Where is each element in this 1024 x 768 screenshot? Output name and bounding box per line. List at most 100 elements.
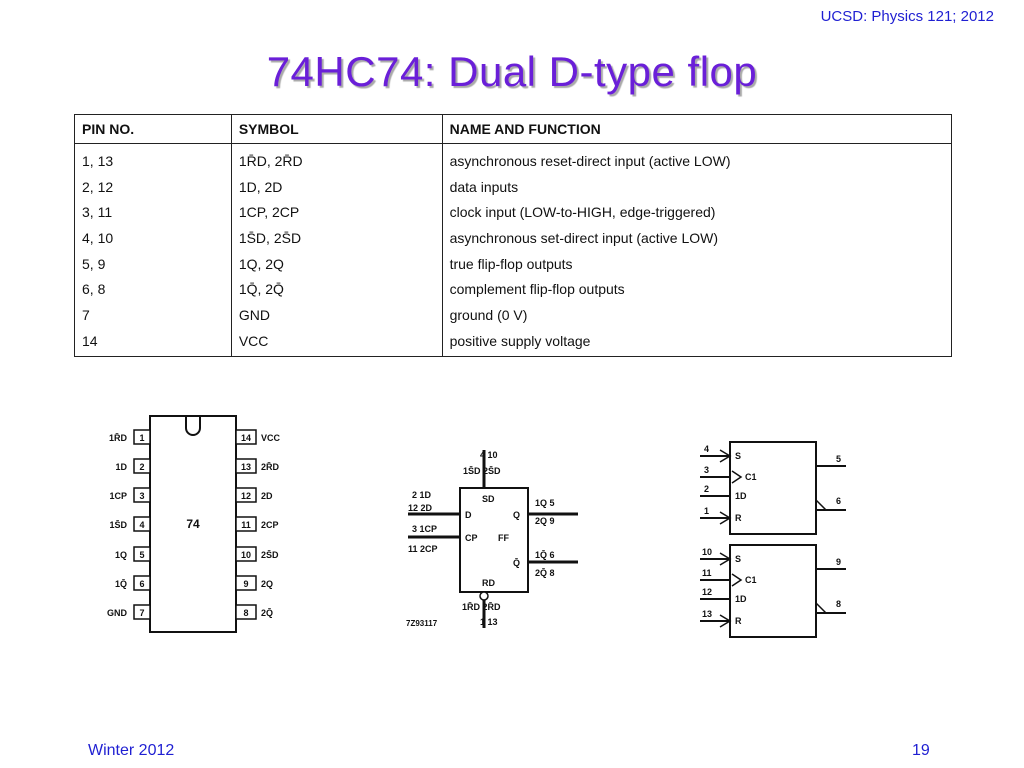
left-pin-5: 5 1Q [115, 546, 151, 562]
symbol-cell: 1R̄D, 2R̄D [230, 143, 443, 174]
left-pin-7: 7 GND [107, 604, 151, 620]
svg-text:1D: 1D [735, 491, 747, 501]
svg-text:3: 3 [139, 491, 144, 501]
svg-text:12: 12 [702, 587, 712, 597]
svg-text:1Q̄: 1Q̄ [115, 579, 127, 589]
svg-text:13: 13 [241, 462, 251, 472]
table-row: 6, 8 1Q̄, 2Q̄ complement flip-flop outpu… [74, 276, 953, 303]
svg-text:2S̄D: 2S̄D [261, 550, 279, 560]
top-pin-numbers: 4 10 [480, 450, 498, 460]
right-pin-8: 8 2Q̄ [235, 604, 273, 620]
svg-text:2CP: 2CP [261, 520, 279, 530]
svg-text:Q̄: Q̄ [513, 558, 520, 568]
iec-block-1: 4 3 2 1 S C1 1D R 5 6 [700, 441, 846, 535]
svg-text:1: 1 [139, 433, 144, 443]
footer-term: Winter 2012 [88, 742, 175, 759]
table-row: 5, 9 1Q, 2Q true flip-flop outputs [74, 250, 953, 277]
left-pin-2: 2 1D [115, 458, 151, 474]
svg-text:VCC: VCC [261, 433, 281, 443]
symbol-cell: GND [230, 302, 443, 328]
svg-text:11: 11 [241, 520, 251, 530]
svg-text:3: 3 [704, 465, 709, 475]
table-row: 3, 11 1CP, 2CP clock input (LOW-to-HIGH,… [74, 199, 953, 226]
right-pin-12: 12 2D [235, 487, 273, 503]
function-cell: asynchronous set-direct input (active LO… [441, 225, 953, 251]
svg-text:5: 5 [836, 454, 841, 464]
svg-text:FF: FF [498, 533, 509, 543]
svg-text:1Q 5: 1Q 5 [535, 498, 555, 508]
left-pin-4: 4 1S̄D [109, 516, 151, 532]
svg-text:2 1D: 2 1D [412, 490, 432, 500]
function-cell: true flip-flop outputs [441, 250, 953, 277]
pin-cell: 14 [74, 327, 232, 357]
svg-text:1D: 1D [735, 594, 747, 604]
chip-body [149, 415, 237, 633]
svg-text:S: S [735, 451, 741, 461]
svg-text:GND: GND [107, 608, 128, 618]
right-pin-10: 10 2S̄D [235, 546, 279, 562]
svg-text:D: D [465, 510, 472, 520]
iec-block-2: 10 11 12 13 S C1 1D R 9 8 [700, 544, 846, 638]
svg-text:5: 5 [139, 550, 144, 560]
header-pin-no: PIN NO. [74, 114, 232, 144]
table-row: 4, 10 1S̄D, 2S̄D asynchronous set-direct… [74, 225, 953, 251]
function-cell: asynchronous reset-direct input (active … [441, 143, 953, 174]
table-row: 2, 12 1D, 2D data inputs [74, 173, 953, 200]
svg-text:2Q: 2Q [261, 579, 273, 589]
drawing-code: 7Z93117 [406, 619, 438, 628]
svg-text:10: 10 [241, 550, 251, 560]
svg-text:1Q: 1Q [115, 550, 127, 560]
pin-cell: 1, 13 [74, 143, 232, 174]
function-cell: complement flip-flop outputs [441, 276, 953, 303]
function-cell: positive supply voltage [441, 327, 953, 357]
bottom-pin-numbers: 1 13 [480, 617, 498, 627]
pin-cell: 4, 10 [74, 225, 232, 251]
pin-cell: 6, 8 [74, 276, 232, 303]
left-pin-1: 1 1R̄D [109, 429, 151, 445]
svg-text:2Q 9: 2Q 9 [535, 516, 555, 526]
symbol-cell: 1CP, 2CP [230, 199, 443, 226]
svg-text:3 1CP: 3 1CP [412, 524, 437, 534]
logic-symbol-diagram: 4 10 1S̄D 2S̄D SD D Q CP FF Q̄ RD 2 1D 1… [406, 450, 578, 628]
table-row: 1, 13 1R̄D, 2R̄D asynchronous reset-dire… [74, 143, 953, 174]
function-cell: data inputs [441, 173, 953, 200]
table-row: 7 GND ground (0 V) [74, 302, 953, 328]
right-pin-14: 14 VCC [235, 429, 281, 445]
right-pin-9: 9 2Q [235, 575, 273, 591]
chip-label: 74 [186, 517, 200, 531]
symbol-cell: 1S̄D, 2S̄D [230, 225, 443, 251]
pin-function-table: PIN NO. SYMBOL NAME AND FUNCTION 1, 13 1… [74, 114, 953, 357]
svg-text:2Q̄: 2Q̄ [261, 608, 273, 618]
svg-text:10: 10 [702, 547, 712, 557]
svg-text:RD: RD [482, 578, 495, 588]
svg-text:1: 1 [704, 506, 709, 516]
svg-text:R: R [735, 513, 742, 523]
svg-text:SD: SD [482, 494, 495, 504]
pin-cell: 2, 12 [74, 173, 232, 200]
svg-text:2: 2 [139, 462, 144, 472]
svg-text:12 2D: 12 2D [408, 503, 433, 513]
svg-text:4: 4 [704, 444, 709, 454]
svg-text:6: 6 [836, 496, 841, 506]
function-cell: clock input (LOW-to-HIGH, edge-triggered… [441, 199, 953, 226]
svg-text:2D: 2D [261, 491, 273, 501]
header-symbol: SYMBOL [230, 114, 443, 144]
svg-text:Q: Q [513, 510, 520, 520]
svg-text:R: R [735, 616, 742, 626]
svg-text:13: 13 [702, 609, 712, 619]
symbol-cell: 1Q̄, 2Q̄ [230, 276, 443, 303]
course-label: UCSD: Physics 121; 2012 [820, 8, 994, 25]
symbol-cell: VCC [230, 327, 443, 357]
table-header-row: PIN NO. SYMBOL NAME AND FUNCTION [74, 114, 953, 144]
iec-symbol-diagram: 4 3 2 1 S C1 1D R 5 6 10 11 12 13 S C1 1… [700, 441, 846, 638]
svg-text:S: S [735, 554, 741, 564]
svg-text:14: 14 [241, 433, 251, 443]
svg-text:7: 7 [139, 608, 144, 618]
svg-text:C1: C1 [745, 575, 757, 585]
svg-text:8: 8 [243, 608, 248, 618]
svg-text:2: 2 [704, 484, 709, 494]
pin-cell: 3, 11 [74, 199, 232, 226]
flipflop-body [459, 487, 529, 593]
function-cell: ground (0 V) [441, 302, 953, 328]
svg-text:CP: CP [465, 533, 478, 543]
